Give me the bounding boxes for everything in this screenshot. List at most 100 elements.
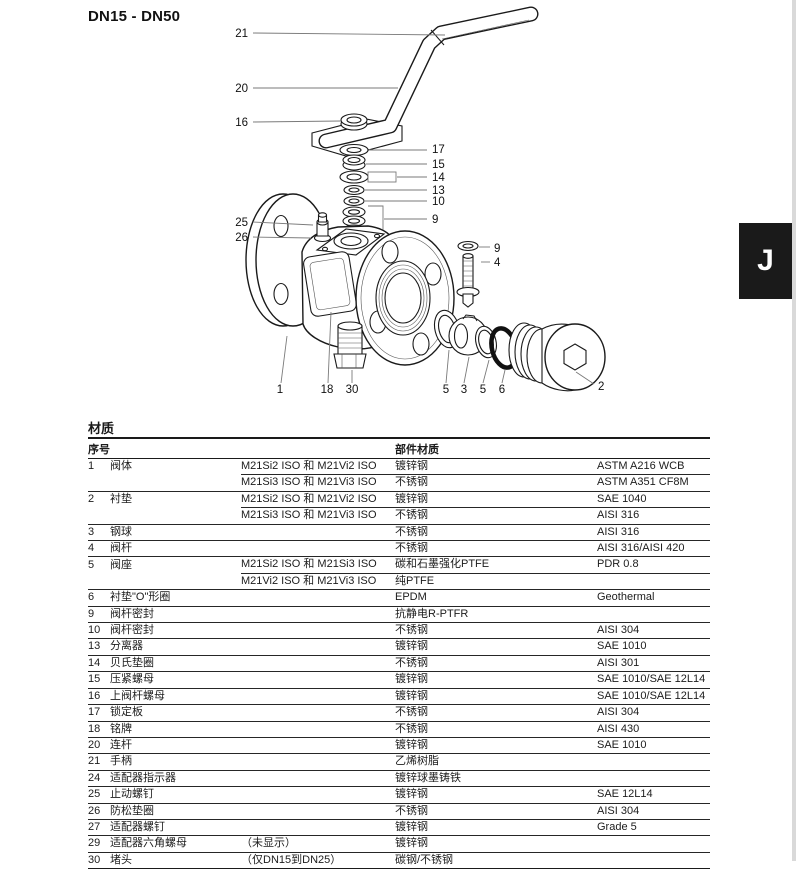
cell-name: 钢球 (110, 523, 241, 541)
cell-standard (597, 572, 710, 590)
callout-label-21: 21 (235, 28, 248, 40)
cell-variant (241, 654, 395, 672)
cell-num: 20 (88, 736, 110, 754)
cell-material: EPDM (395, 589, 597, 607)
callout-label-3: 3 (461, 384, 467, 396)
header-col-no: 序号 (88, 438, 241, 459)
separator-washer (343, 184, 365, 196)
cell-variant (241, 589, 395, 607)
stem (456, 253, 480, 308)
callout-leader-2 (575, 371, 595, 385)
cell-standard: AISI 304 (597, 704, 710, 721)
callout-label-30: 30 (346, 384, 359, 396)
callout-label-18: 18 (321, 384, 334, 396)
page-edge-strip (792, 0, 796, 861)
callout-label-5: 5 (480, 384, 486, 396)
cell-name: 阀杆 (110, 540, 241, 557)
cell-material: 镀锌钢 (395, 460, 428, 472)
cell-variant (241, 704, 395, 721)
callout-label-5: 5 (443, 384, 449, 396)
cell-material: 镀锌钢 (395, 786, 597, 804)
callout-label-25: 25 (235, 217, 248, 229)
cell-material: 镀锌钢 (395, 818, 597, 836)
cell-material: 不锈钢 (395, 654, 597, 672)
callout-label-20: 20 (235, 83, 248, 95)
cell-standard: AISI 430 (597, 720, 710, 738)
cell-variant (241, 753, 395, 771)
right-flange (355, 230, 455, 366)
cell-name: 锁定板 (110, 704, 241, 721)
cell-num: 14 (88, 654, 110, 672)
cell-standard (597, 769, 710, 787)
cell-material: 镀锌钢 (395, 736, 597, 754)
cell-variant (241, 671, 395, 689)
cell-name: 衬垫"O"形圈 (110, 589, 241, 607)
cell-variant (241, 720, 395, 738)
cell-standard (597, 835, 710, 853)
cell-standard: SAE 1010/SAE 12L14 (597, 671, 710, 689)
page-title: DN15 - DN50 (88, 8, 181, 25)
cell-num: 24 (88, 769, 110, 787)
cell-name: 适配器螺钉 (110, 818, 241, 836)
nameplate (303, 251, 357, 317)
header-col-standard (597, 438, 710, 459)
cell-name: 上阀杆螺母 (110, 687, 241, 705)
cell-num: 2 (88, 490, 110, 508)
cell-standard (597, 605, 710, 623)
callout-leader-18 (327, 311, 332, 384)
callout-label-16: 16 (235, 117, 248, 129)
stop-screw (313, 212, 332, 243)
cell-material: 镀锌钢 (395, 835, 597, 853)
callout-label-9: 9 (494, 243, 500, 255)
cell-standard: AISI 301 (597, 654, 710, 672)
cell-material: 乙烯树脂 (395, 753, 597, 771)
cell-material: 不锈钢 (395, 474, 597, 492)
stem-washer (457, 240, 479, 252)
callout-leader-16 (252, 120, 342, 123)
cell-standard: SAE 1010/SAE 12L14 (597, 687, 710, 705)
cell-material: 不锈钢 (395, 802, 597, 820)
cell-num (88, 573, 110, 589)
callout-label-9: 9 (432, 214, 438, 226)
cell-num: 4 (88, 540, 110, 557)
cell-name: 分离器 (110, 638, 241, 656)
cell-name: 阀座 (110, 556, 241, 574)
cell-material: 镀锌球墨铸铁 (395, 769, 597, 787)
cell-name: 适配器指示器 (110, 769, 241, 787)
cell-num: 29 (88, 835, 110, 853)
cell-variant (241, 736, 395, 754)
callout-label-4: 4 (494, 257, 501, 269)
table-header-row: 序号 部件材质 (88, 438, 710, 459)
cell-material: 不锈钢 (395, 523, 597, 541)
cell-standard: SAE 1040 (597, 490, 710, 508)
section-tab-j: J (739, 223, 792, 299)
cell-material: 不锈钢 (395, 704, 597, 721)
stem-seal-washer (343, 195, 365, 207)
cell-num: 1 (88, 460, 95, 473)
cell-name: 贝氏垫圈 (110, 654, 241, 672)
cell-name: 堵头 (110, 851, 241, 869)
cell-num: 30 (88, 851, 110, 869)
cell-material: 碳钢/不锈钢 (395, 851, 597, 869)
cell-num: 18 (88, 720, 110, 738)
cell-material: 纯PTFE (395, 572, 597, 590)
cell-variant: M21Vi2 ISO 和 M21Vi3 ISO (241, 572, 395, 590)
cell-material: 不锈钢 (395, 720, 597, 738)
cell-name: 手柄 (110, 753, 241, 771)
cell-name: 压紧螺母 (110, 671, 241, 689)
cell-standard: PDR 0.8 (597, 556, 710, 574)
cell-name (110, 573, 241, 589)
callout-label-15: 15 (432, 159, 445, 171)
cell-num: 3 (88, 523, 110, 541)
